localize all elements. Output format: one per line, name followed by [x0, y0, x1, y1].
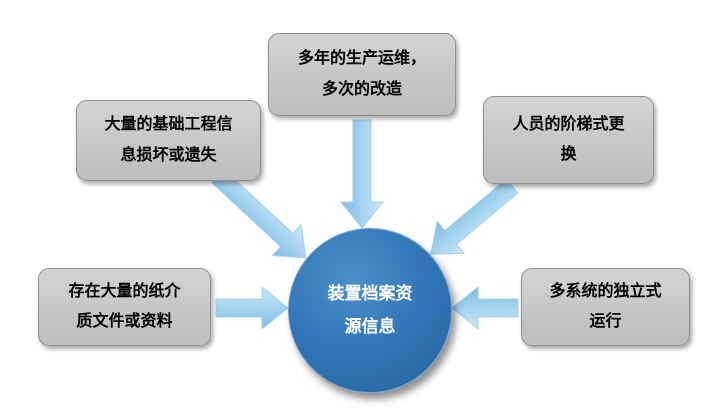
arrow-multi-system-to-center: [451, 286, 519, 330]
center-circle-archive-resource-info: 装置档案资 源信息: [288, 228, 452, 393]
box-paper-documents: 存在大量的纸介 质文件或资料: [38, 268, 211, 346]
box-paper-documents-label: 存在大量的纸介 质文件或资料: [68, 282, 181, 330]
box-personnel-replacement: 人员的阶梯式更 换: [483, 96, 654, 184]
center-circle-label: 装置档案资 源信息: [327, 284, 413, 336]
box-multi-system-operation-label: 多系统的独立式 运行: [549, 282, 662, 330]
box-basic-info-damaged: 大量的基础工程信 息损坏或遗失: [76, 100, 261, 181]
arrow-paper-docs-to-center: [215, 286, 289, 330]
arrow-production-to-center: [340, 119, 384, 229]
box-production-operation-label: 多年的生产运维， 多次的改造: [297, 50, 426, 98]
arrow-personnel-to-center: [430, 178, 519, 255]
box-production-operation: 多年的生产运维， 多次的改造: [268, 33, 456, 116]
box-multi-system-operation: 多系统的独立式 运行: [521, 268, 690, 346]
box-personnel-replacement-label: 人员的阶梯式更 换: [512, 115, 625, 163]
box-basic-info-damaged-label: 大量的基础工程信 息损坏或遗失: [104, 116, 233, 164]
